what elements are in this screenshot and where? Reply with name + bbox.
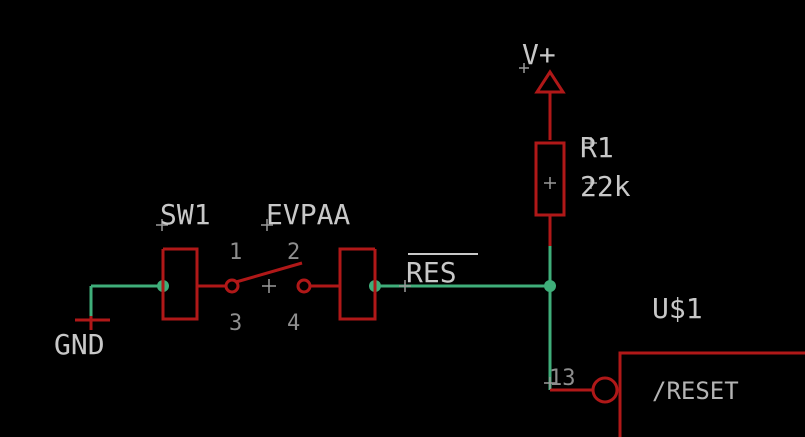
origin-cross-icon [544, 177, 556, 189]
switch-contact-left [224, 278, 240, 294]
origin-cross-icon [544, 377, 556, 389]
switch-pin-2-label: 2 [287, 240, 300, 265]
origin-markers [156, 63, 597, 389]
origin-cross-icon [585, 137, 597, 149]
origin-cross-icon [156, 219, 168, 231]
part-name-label: U$1 [652, 292, 703, 325]
resistor-r1[interactable] [534, 141, 566, 246]
pin-number-label: 13 [549, 366, 576, 391]
switch-name-label: SW1 [160, 198, 211, 231]
origin-cross-icon [399, 280, 411, 292]
origin-cross-icon [262, 279, 276, 293]
pin-name-label: /RESET [652, 377, 739, 405]
switch-left-bracket [161, 247, 199, 321]
ground-label: GND [54, 328, 105, 361]
inverter-bubble-icon [591, 376, 619, 404]
switch-pin-4-label: 4 [287, 311, 300, 336]
switch-sw1[interactable] [161, 247, 377, 321]
wires [89, 246, 552, 390]
net-label: RES [406, 256, 457, 289]
chip-u1[interactable] [550, 351, 805, 437]
resistor-value-label: 22k [580, 170, 631, 203]
power-symbol[interactable] [534, 69, 566, 140]
junction-dot [544, 280, 556, 292]
origin-cross-icon [519, 63, 529, 73]
switch-pin-1-label: 1 [229, 240, 242, 265]
chip-body-outline [618, 351, 805, 437]
origin-cross-icon [585, 177, 597, 189]
power-arrow-icon [534, 69, 566, 94]
ground-symbol[interactable] [75, 316, 110, 330]
power-label: V+ [522, 38, 556, 71]
switch-lever [235, 261, 303, 284]
origin-cross-icon [261, 219, 273, 231]
switch-contact-right [296, 278, 312, 294]
switch-right-bracket [338, 247, 377, 321]
switch-pin-3-label: 3 [229, 311, 242, 336]
switch-value-label: EVPAA [266, 198, 350, 231]
resistor-name-label: R1 [580, 131, 614, 164]
